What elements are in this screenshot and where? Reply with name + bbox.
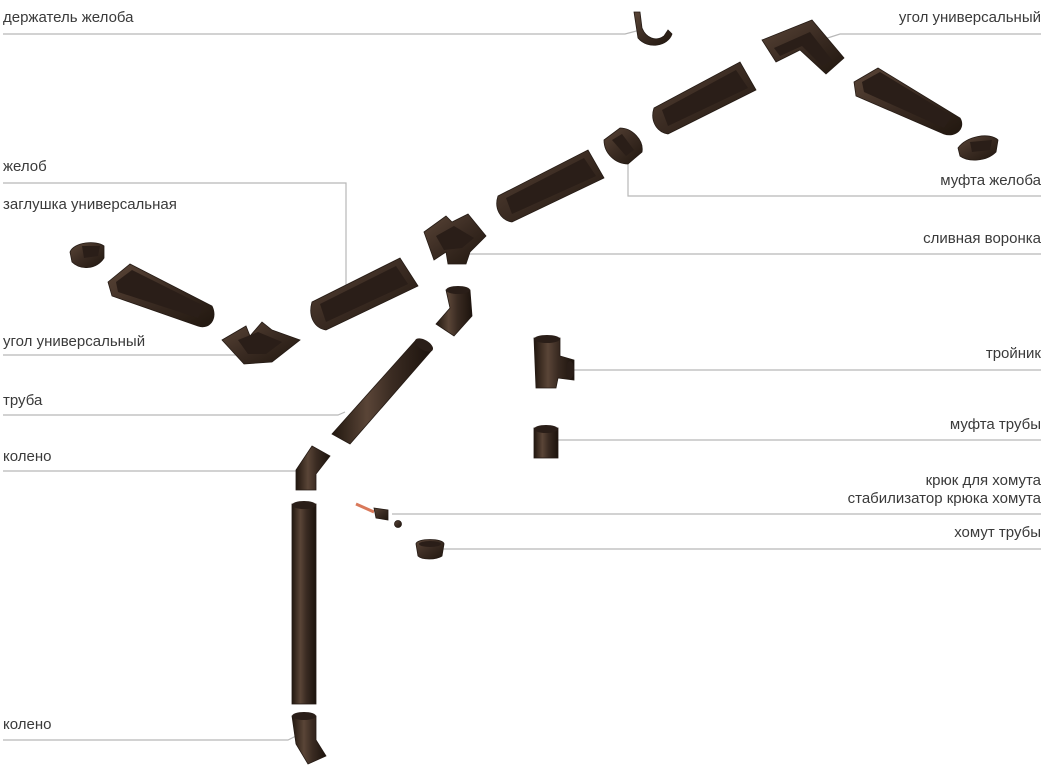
- clamp-hook-part: [355, 502, 402, 528]
- leader-lines: [3, 29, 1041, 741]
- label-corner-top-right: угол универсальный: [898, 9, 1041, 26]
- label-gutter-bracket: держатель желоба: [3, 9, 134, 26]
- tee-part: [533, 335, 575, 389]
- label-pipe-clamp: хомут трубы: [954, 524, 1041, 541]
- gutter-bracket-part: [633, 11, 673, 46]
- label-end-cap: заглушка универсальная: [3, 196, 177, 213]
- leader-outlet: [457, 249, 1041, 255]
- label-elbow-lower: колено: [3, 716, 52, 733]
- hook-rod: [355, 502, 375, 514]
- leader-corner-top-right: [814, 33, 1041, 43]
- label-gutter: желоб: [3, 158, 47, 175]
- outlet-part: [423, 213, 487, 265]
- gutter-segments: [107, 61, 963, 331]
- upper-outlet-elbow-part: [435, 286, 473, 337]
- label-corner-left: угол универсальный: [3, 333, 146, 350]
- label-pipe-coupling: муфта трубы: [949, 416, 1041, 433]
- corner-left-part: [221, 321, 301, 365]
- vertical-pipe-part: [291, 501, 317, 705]
- label-gutter-coupling: муфта желоба: [940, 172, 1041, 189]
- pipe-coupling-part: [533, 425, 559, 459]
- diagonal-pipe-part: [331, 338, 434, 445]
- hook-stabilizer-part: [394, 520, 402, 528]
- leader-gutter-bracket: [3, 29, 641, 35]
- leader-pipe: [3, 411, 346, 416]
- leader-elbow-lower: [3, 735, 297, 741]
- end-caps: [69, 135, 999, 268]
- elbow-lower-part: [291, 712, 327, 765]
- label-clamp-hook: крюк для хомута: [925, 472, 1041, 489]
- corner-top-right-part: [761, 19, 845, 75]
- label-outlet: сливная воронка: [923, 230, 1041, 247]
- leader-gutter-coupling: [627, 156, 1041, 197]
- gutter-coupling-part: [603, 127, 643, 165]
- label-tee: тройник: [985, 345, 1041, 362]
- label-elbow-upper: колено: [3, 448, 52, 465]
- elbow-upper-part: [295, 445, 331, 491]
- pipe-clamp-part: [415, 539, 445, 560]
- label-pipe: труба: [3, 392, 43, 409]
- label-hook-stabilizer: стабилизатор крюка хомута: [847, 490, 1041, 507]
- leader-gutter: [3, 182, 347, 292]
